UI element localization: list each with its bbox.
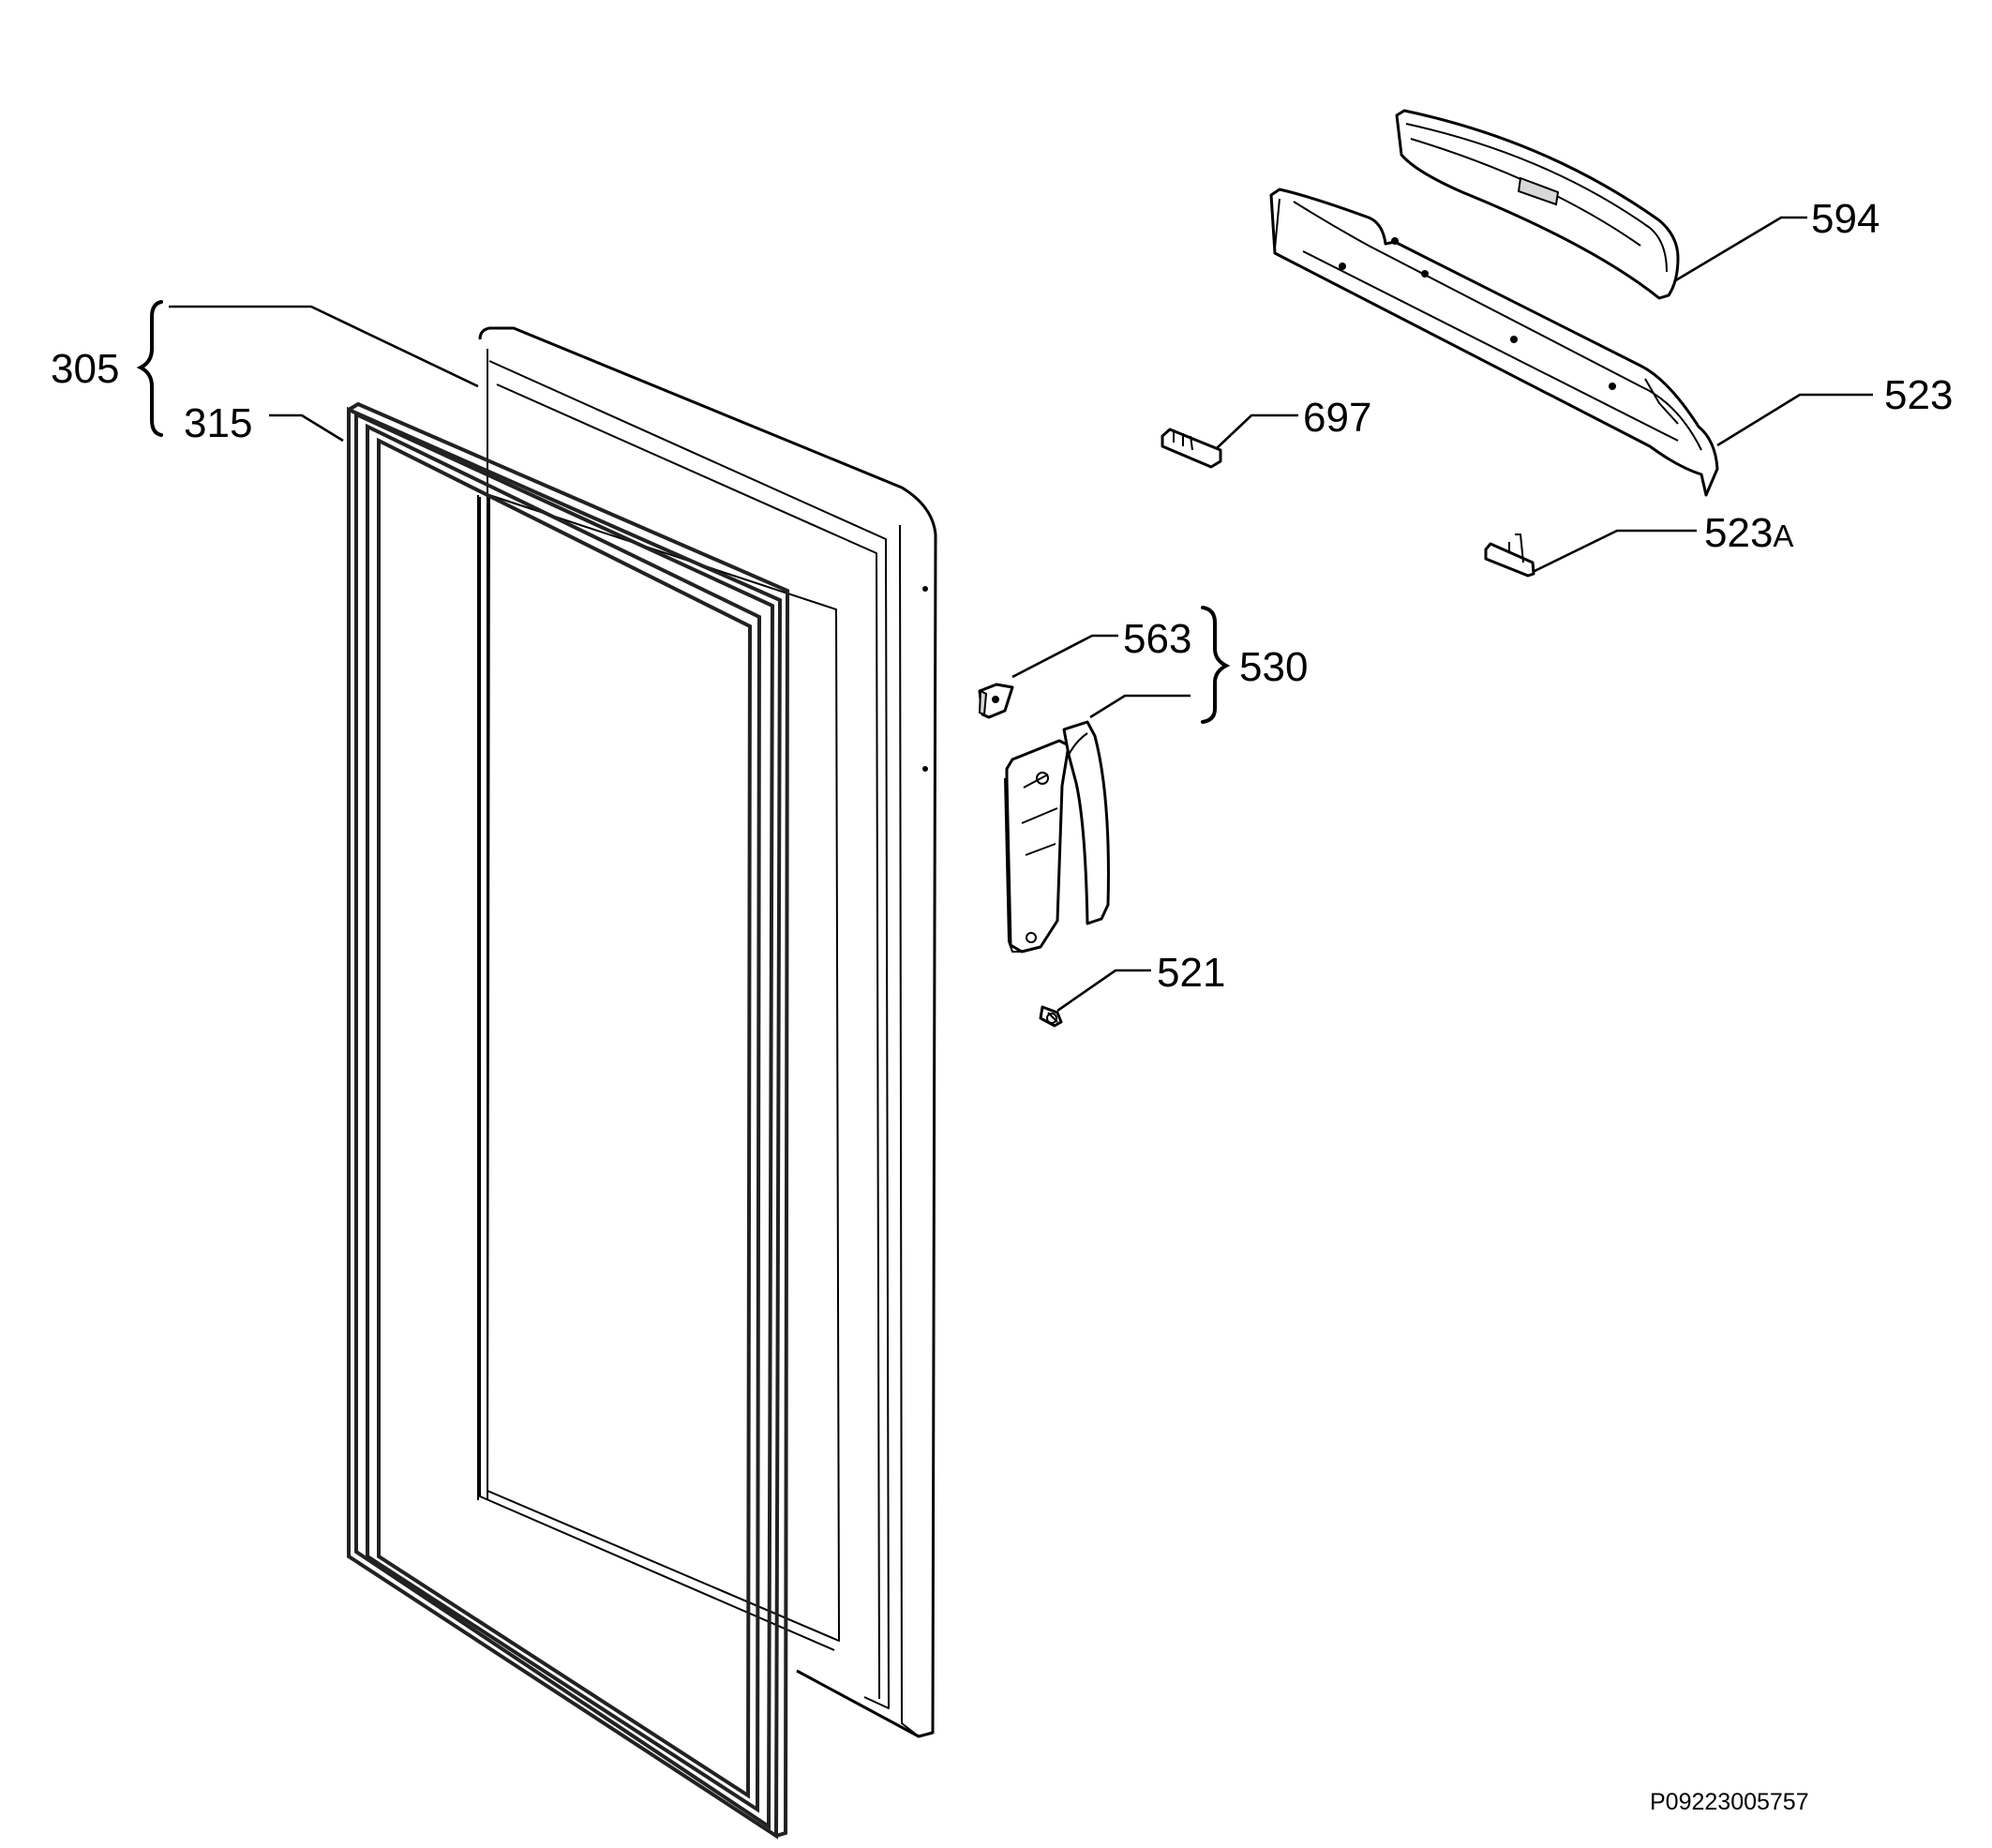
reference-code: P09223005757 xyxy=(1650,1789,1809,1815)
label-594: 594 xyxy=(1811,196,1880,242)
bracket-icon xyxy=(1484,533,1535,578)
leader-lines xyxy=(169,216,1873,1013)
label-523: 523 xyxy=(1884,372,1953,418)
door-gasket-icon xyxy=(347,401,790,1840)
clip-icon xyxy=(1161,428,1222,469)
handle-assembly-icon xyxy=(1004,720,1110,954)
brace-305 xyxy=(136,300,163,437)
label-521: 521 xyxy=(1157,950,1225,996)
label-523A: 523A xyxy=(1704,510,1793,556)
label-697: 697 xyxy=(1303,395,1371,441)
door-assembly-icon xyxy=(477,326,937,1738)
label-305: 305 xyxy=(51,346,119,392)
label-315: 315 xyxy=(184,400,252,446)
hinge-piece-icon xyxy=(978,683,1014,719)
label-530: 530 xyxy=(1239,644,1308,690)
top-cover-icon xyxy=(1269,188,1719,497)
top-trim-icon xyxy=(1395,109,1680,300)
brace-530 xyxy=(1201,606,1231,724)
screw-icon xyxy=(1039,1005,1063,1028)
label-563: 563 xyxy=(1123,616,1191,662)
